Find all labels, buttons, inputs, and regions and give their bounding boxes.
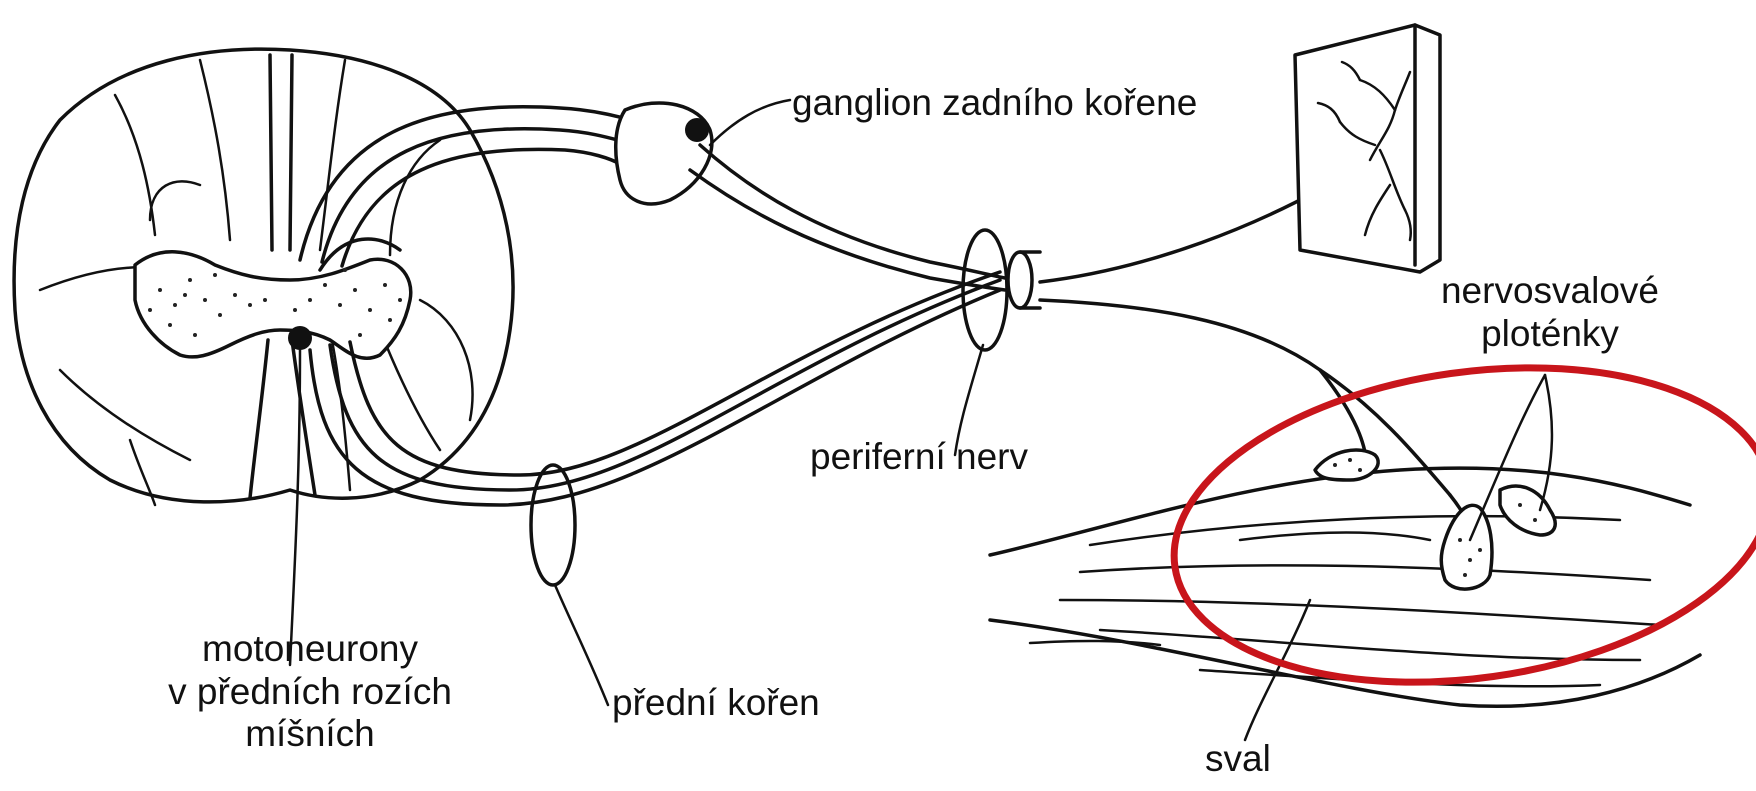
label-motoneurony-line3: míšních: [145, 713, 475, 756]
label-motoneurony-line1: motoneurony: [145, 628, 475, 671]
label-motoneurony: motoneurony v předních rozích míšních: [145, 628, 475, 756]
leader-plate-2: [1540, 375, 1552, 510]
label-sval: sval: [1205, 738, 1271, 781]
label-nervosvalove-line2: ploténky: [1440, 313, 1660, 356]
skin-patch: [1295, 25, 1440, 272]
label-nervosvalove: nervosvalové ploténky: [1440, 270, 1660, 355]
motoneuron-dot: [288, 326, 312, 350]
ventral-root-ring: [531, 465, 575, 585]
ganglion-cell-dot: [685, 118, 709, 142]
muscle: [990, 450, 1700, 706]
leader-ganglion: [710, 100, 790, 145]
leader-predni-koren: [555, 585, 608, 705]
label-nervosvalove-line1: nervosvalové: [1440, 270, 1660, 313]
label-predni-koren: přední kořen: [612, 682, 820, 725]
label-periferni-nerv: periferní nerv: [810, 436, 1028, 479]
label-ganglion: ganglion zadního kořene: [792, 82, 1197, 125]
label-motoneurony-line2: v předních rozích: [145, 671, 475, 714]
